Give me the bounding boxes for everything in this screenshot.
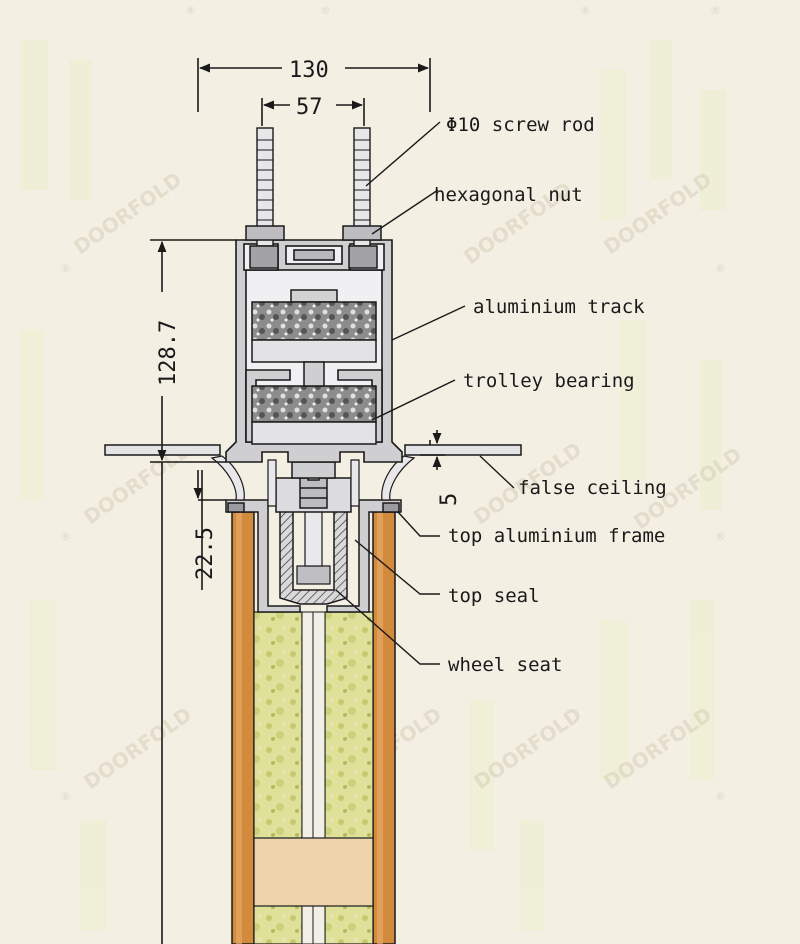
label-aluminium-track: aluminium track	[473, 296, 645, 318]
dimension-ceiling-gap: 5	[437, 493, 462, 506]
label-top-aluminium-frame: top aluminium frame	[448, 525, 665, 547]
watermark-mark: ®	[320, 4, 331, 17]
wood-rail	[253, 837, 374, 907]
dimension-inner-width: 57	[296, 95, 323, 120]
label-top-seal: top seal	[448, 585, 540, 607]
top-seal	[210, 455, 416, 507]
label-false-ceiling: false ceiling	[518, 477, 667, 499]
left-wood-stile	[231, 511, 255, 944]
wheel-seat	[279, 509, 348, 605]
dimension-frame-offset: 22.5	[193, 527, 218, 580]
watermark-mark: ®	[715, 790, 726, 803]
watermark-mark: ®	[715, 530, 726, 543]
trolley-bearing-upper	[251, 289, 377, 363]
watermark-mark: ®	[710, 4, 721, 17]
label-hexagonal-nut: hexagonal nut	[434, 184, 583, 206]
watermark-mark: ®	[60, 530, 71, 543]
label-trolley-bearing: trolley bearing	[463, 370, 635, 392]
dimension-lines	[150, 58, 445, 944]
dimension-overall-width: 130	[289, 58, 329, 83]
label-screw-rod: Φ10 screw rod	[446, 114, 595, 136]
watermark-mark: ®	[715, 262, 726, 275]
trolley-hanger	[275, 443, 352, 513]
label-wheel-seat: wheel seat	[448, 654, 562, 676]
leader-lines	[335, 121, 515, 665]
dimension-track-height: 128.7	[156, 320, 181, 386]
watermark-mark: ®	[60, 790, 71, 803]
door-panel	[231, 511, 396, 944]
watermark-mark: ®	[580, 4, 591, 17]
trolley-bearing-lower	[251, 361, 377, 445]
watermark-mark: ®	[185, 4, 196, 17]
hexagonal-nuts	[245, 225, 382, 269]
right-wood-stile	[372, 511, 396, 944]
watermark-mark: ®	[60, 262, 71, 275]
